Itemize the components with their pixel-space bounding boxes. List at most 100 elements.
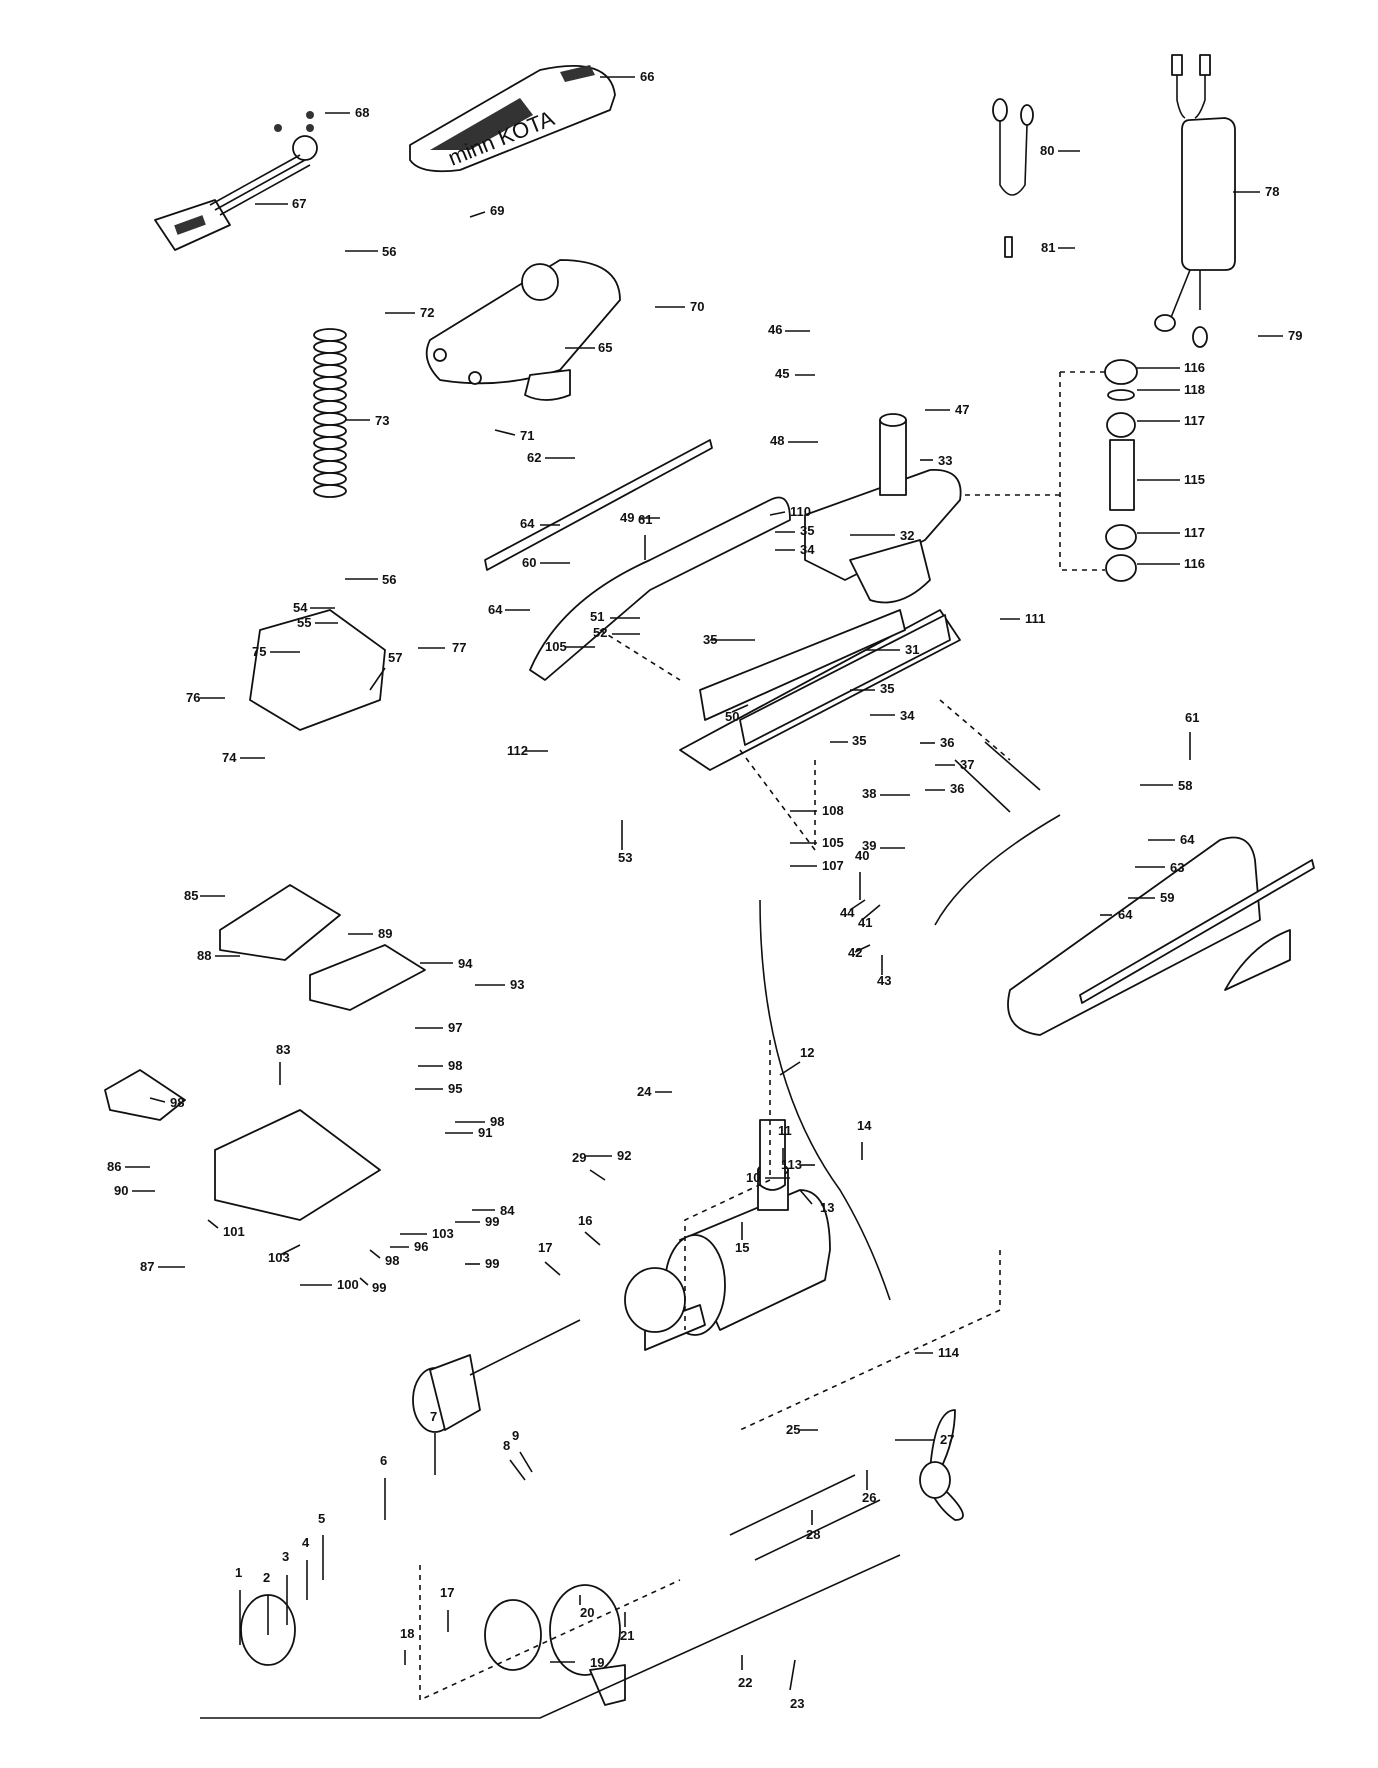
part-label-96: 96 [414, 1239, 428, 1254]
part-label-34b: 34 [900, 708, 915, 723]
coil-loop [313, 400, 347, 414]
pedal-cover-85 [219, 884, 341, 961]
cable-12 [759, 899, 891, 1301]
part-label-56a: 56 [382, 244, 396, 259]
part-label-58: 58 [1178, 778, 1192, 793]
coil-loop [313, 352, 347, 366]
part-label-4: 4 [302, 1535, 310, 1550]
leader-line [149, 1097, 166, 1103]
part-label-118: 118 [1184, 382, 1205, 397]
part-label-98a: 98 [448, 1058, 462, 1073]
part-label-68: 68 [355, 105, 369, 120]
base-line [200, 1554, 901, 1719]
part-label-23: 23 [790, 1696, 804, 1711]
leader-line [369, 1249, 381, 1259]
part-label-49: 49 [620, 510, 634, 525]
leader-line [769, 511, 786, 516]
part-label-11: 11 [778, 1123, 792, 1138]
part-label-91: 91 [478, 1125, 492, 1140]
part-label-63: 63 [1170, 860, 1184, 875]
through-bolt-22 [729, 1474, 881, 1561]
part-label-42: 42 [848, 945, 862, 960]
leader-line [207, 1219, 219, 1229]
part-label-93: 93 [510, 977, 524, 992]
rod-38 [954, 759, 1011, 813]
part-label-88: 88 [197, 948, 211, 963]
coil-cord-73 [313, 328, 347, 498]
leader-line [359, 1277, 369, 1286]
rod-37 [984, 741, 1041, 791]
part-label-41: 41 [858, 915, 872, 930]
part-label-12: 12 [800, 1045, 814, 1060]
gasket-17 [624, 1267, 686, 1333]
part-label-99c: 99 [372, 1280, 386, 1295]
rub-strip-59 [1079, 859, 1315, 1004]
part-label-105b: 105 [822, 835, 844, 850]
part-label-48: 48 [770, 433, 784, 448]
fuse-81 [1004, 236, 1013, 258]
part-label-55: 55 [297, 615, 311, 630]
part-label-54: 54 [293, 600, 308, 615]
leader-line [789, 1659, 796, 1691]
coil-loop [313, 424, 347, 438]
part-label-52: 52 [593, 625, 607, 640]
pedal-base-94 [309, 944, 426, 1011]
part-label-61b: 61 [1185, 710, 1199, 725]
part-label-45: 45 [775, 366, 789, 381]
part-label-24: 24 [637, 1084, 652, 1099]
part-label-35b: 35 [703, 632, 717, 647]
leader-line [854, 944, 871, 953]
leader-line [584, 1231, 601, 1246]
part-label-17a: 17 [538, 1240, 552, 1255]
part-label-85: 85 [184, 888, 198, 903]
part-label-105a: 105 [545, 639, 567, 654]
part-label-64a: 64 [520, 516, 535, 531]
part-label-90: 90 [114, 1183, 128, 1198]
part-label-111: 111 [1025, 611, 1045, 626]
part-label-39: 39 [862, 838, 876, 853]
part-label-101: 101 [223, 1224, 245, 1239]
coil-loop [313, 340, 347, 354]
side-plate-58 [1007, 836, 1261, 1036]
leader-line [861, 904, 881, 921]
part-label-22: 22 [738, 1675, 752, 1690]
leader-line [279, 1244, 301, 1256]
part-label-98c: 98 [490, 1114, 504, 1129]
steering-control-67 [154, 111, 318, 251]
part-label-61a: 61 [638, 512, 652, 527]
part-label-40: 40 [855, 848, 869, 863]
part-label-7: 7 [430, 1409, 437, 1424]
part-label-67: 67 [292, 196, 306, 211]
propeller-25 [919, 1409, 964, 1521]
part-label-78: 78 [1265, 184, 1279, 199]
part-label-95: 95 [448, 1081, 462, 1096]
part-label-98d: 98 [385, 1253, 399, 1268]
part-label-28: 28 [806, 1527, 820, 1542]
leader-line [544, 1261, 561, 1276]
part-label-62: 62 [527, 450, 541, 465]
part-label-26: 26 [862, 1490, 876, 1505]
side-plate-60 [529, 496, 791, 681]
coil-loop [313, 364, 347, 378]
part-label-69: 69 [490, 203, 504, 218]
leader-line [799, 1189, 813, 1205]
part-label-103b: 103 [432, 1226, 454, 1241]
tube-24 [759, 1119, 786, 1191]
part-label-57: 57 [388, 650, 402, 665]
part-label-5: 5 [318, 1511, 325, 1526]
part-label-16: 16 [578, 1213, 592, 1228]
part-label-27: 27 [940, 1432, 954, 1447]
part-label-37: 37 [960, 757, 974, 772]
part-label-72: 72 [420, 305, 434, 320]
part-label-116a: 116 [1184, 360, 1205, 375]
part-label-47: 47 [955, 402, 969, 417]
part-label-76: 76 [186, 690, 200, 705]
part-label-8: 8 [503, 1438, 510, 1453]
part-label-15: 15 [735, 1240, 749, 1255]
part-label-99b: 99 [485, 1256, 499, 1271]
part-label-43: 43 [877, 973, 891, 988]
leader-line [849, 899, 866, 911]
part-label-114: 114 [938, 1345, 960, 1360]
